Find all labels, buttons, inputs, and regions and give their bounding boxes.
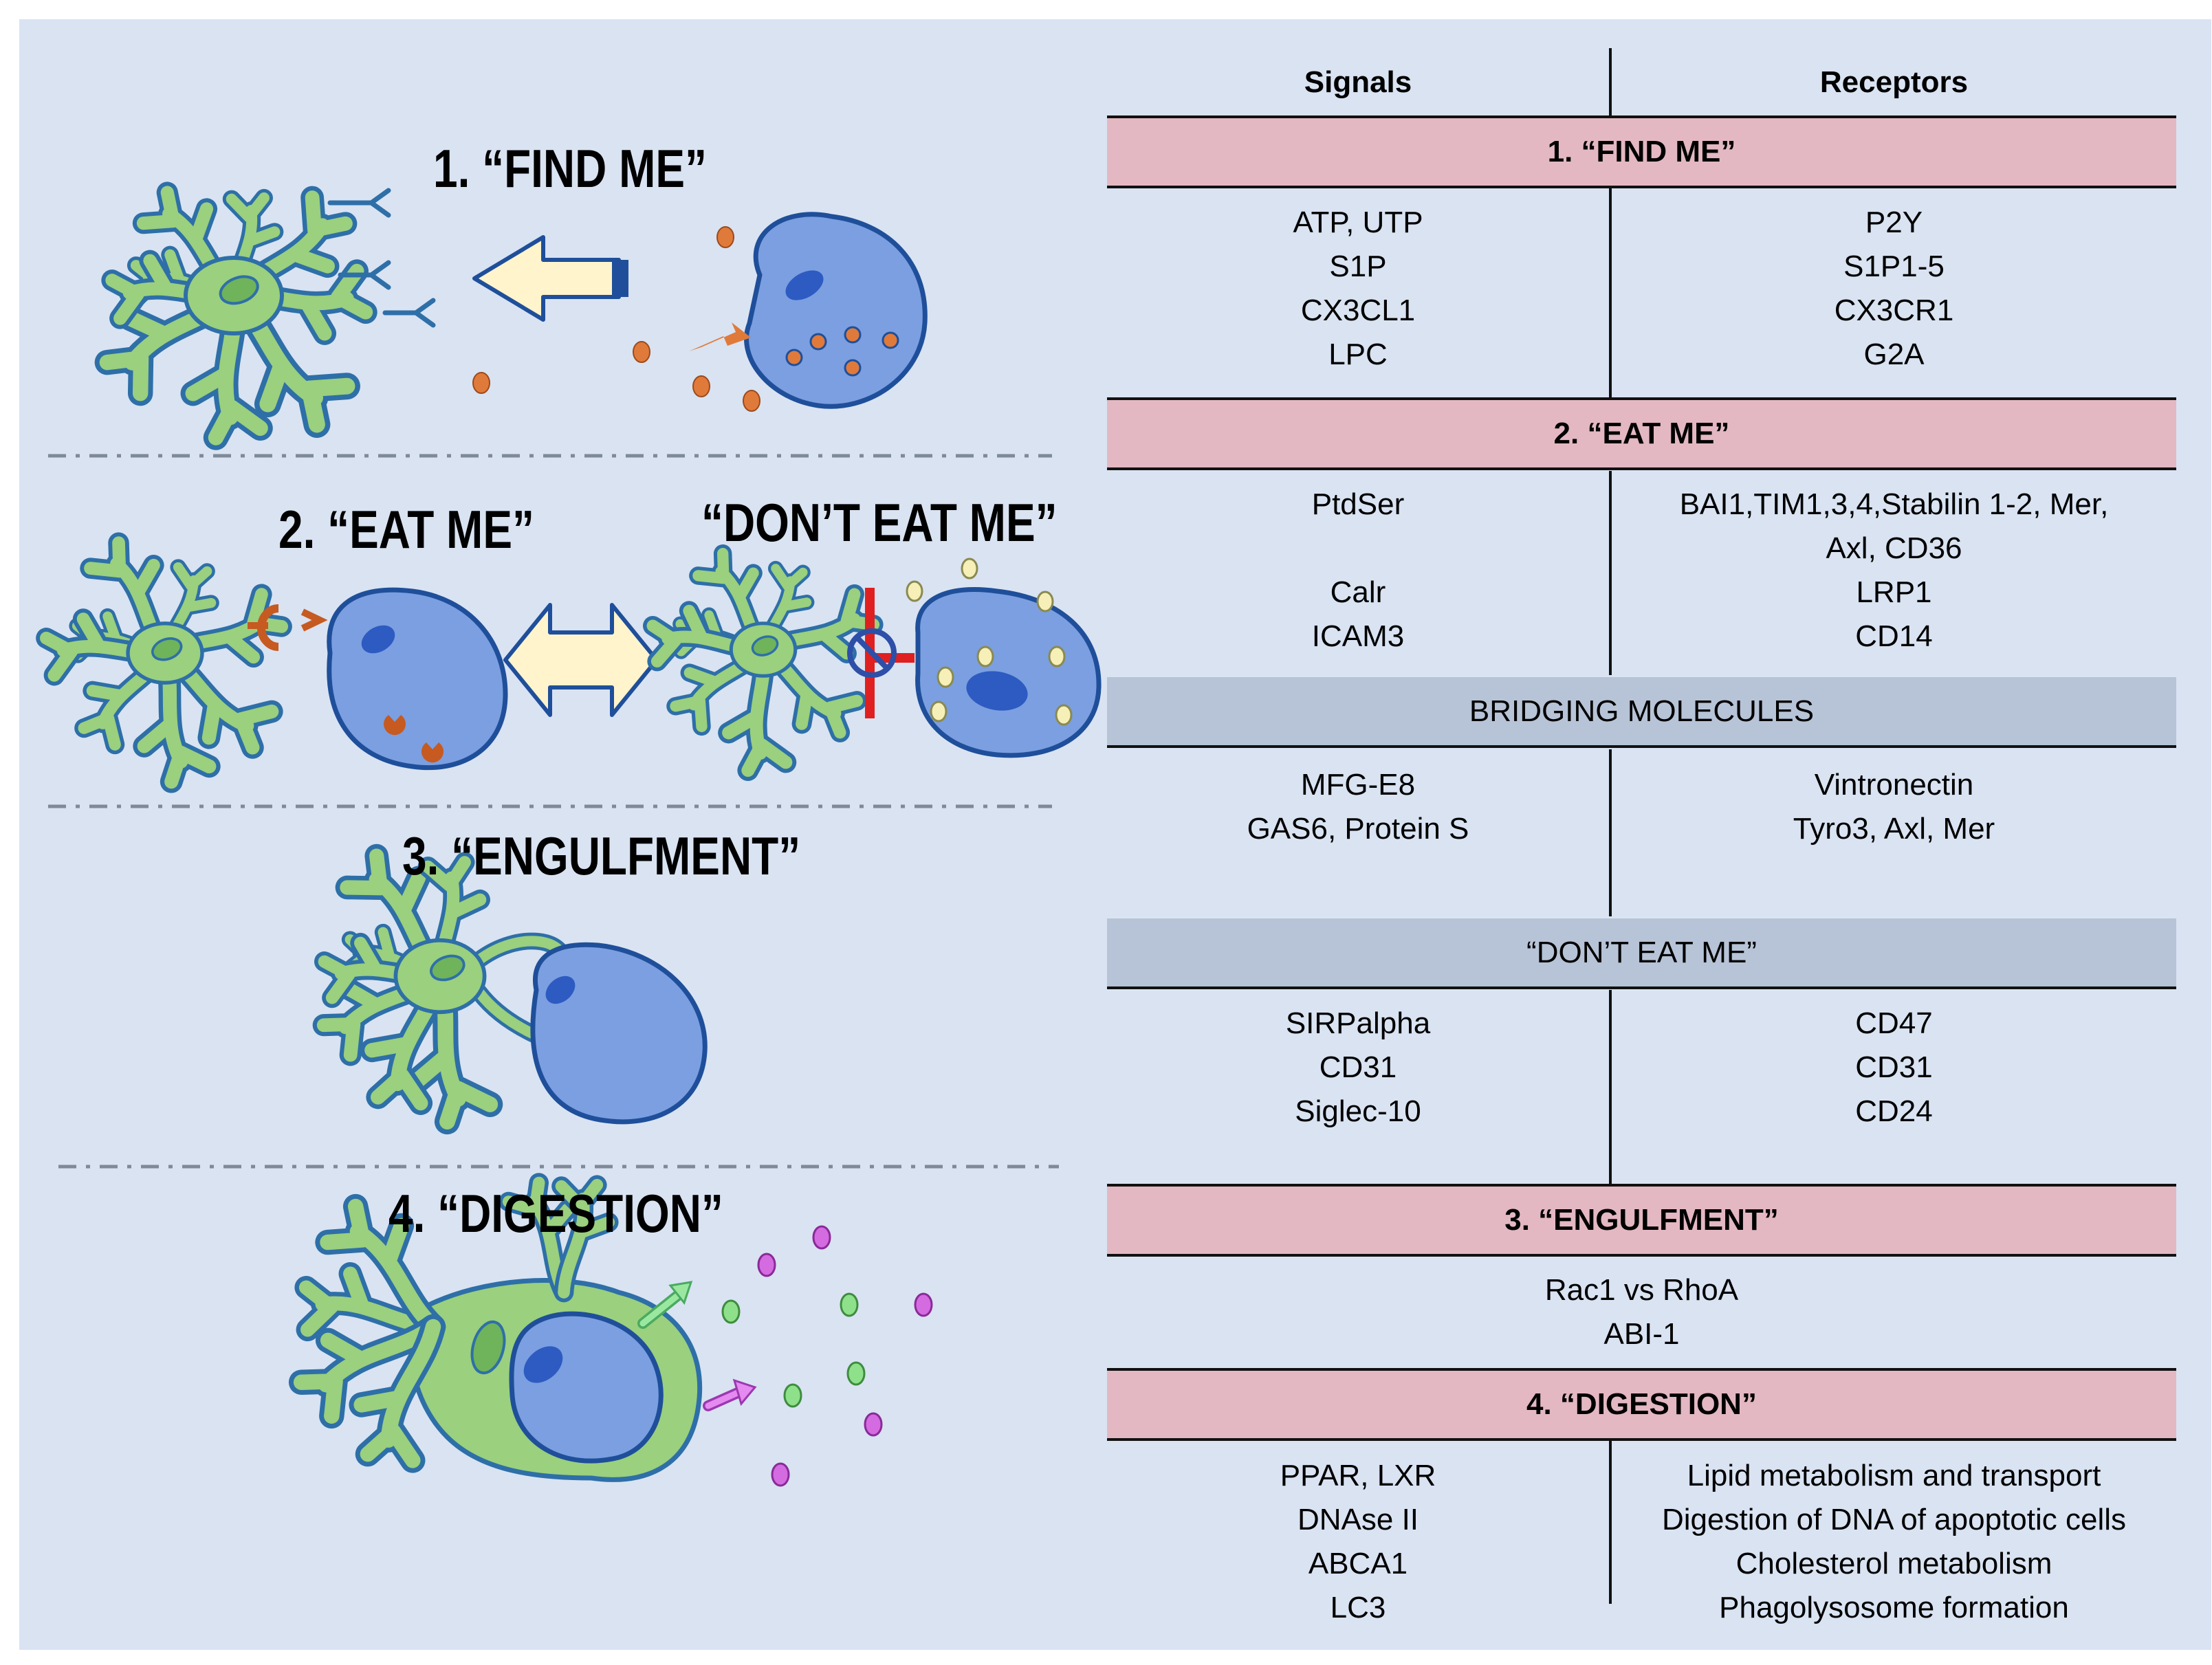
find-me-signals [472,226,760,412]
table-cell: CD24 [1855,1094,1933,1128]
table-cell: CD14 [1855,619,1933,653]
phagocyte-icon [98,181,377,450]
table-cell: LPC [1328,338,1388,371]
table-cell: DNAse II [1297,1503,1419,1536]
column-divider [1609,990,1612,1184]
bridging-signals-cell: MFG-E8 GAS6, Protein S [1107,763,1609,851]
table-cell: Cholesterol metabolism [1735,1547,2052,1580]
table-cell: BAI1,TIM1,3,4,Stabilin 1-2, Mer, [1679,487,2109,521]
column-header-signals: Signals [1304,65,1412,99]
table-cell: CD47 [1855,1006,1933,1040]
dont-eat-me-receptors-cell: CD47 CD31 CD24 [1612,1002,2176,1134]
bridging-receptors-cell: Vintronectin Tyro3, Axl, Mer [1612,763,2176,851]
digestion-arrows [637,1281,757,1411]
table-cell: LC3 [1330,1591,1386,1624]
left-arrow-icon [472,235,628,322]
phagocyte-icon [640,549,874,781]
column-divider [1609,749,1612,916]
block-icon [847,588,915,718]
table-cell: MFG-E8 [1300,768,1416,802]
table-cell: ATP, UTP [1293,206,1423,239]
table-cell: G2A [1863,338,1925,371]
stage-title-eat-me: 2. “EAT ME” [278,499,534,560]
double-arrow-icon [503,603,659,717]
apoptotic-cell-icon [530,942,708,1125]
apoptotic-cell-icon [744,212,928,409]
table-cell: CD31 [1855,1050,1933,1084]
digestion-receptors-cell: Lipid metabolism and transport Digestion… [1612,1454,2176,1630]
receptor-icon [248,604,328,651]
table-cell: ICAM3 [1311,619,1405,653]
find-me-signals-cell: ATP, UTP S1P CX3CL1 LPC [1107,201,1609,377]
table-cell: Calr [1330,575,1386,609]
digestion-signals-cell: PPAR, LXR DNAse II ABCA1 LC3 [1107,1454,1609,1630]
eat-me-signals-cell: PtdSer Calr ICAM3 [1107,483,1609,659]
stage-separators [48,454,1059,1169]
find-me-receptors-cell: P2Y S1P1-5 CX3CR1 G2A [1612,201,2176,377]
phagocyte-icon [35,538,283,788]
dont-eat-me-signals [906,558,1054,613]
table-cell: PtdSer [1311,487,1405,521]
stage-title-engulfment: 3. “ENGULFMENT” [402,826,801,886]
section-header-digestion: 4. “DIGESTION” [1107,1368,2176,1441]
column-header-receptors: Receptors [1819,65,1969,99]
table-cell: Phagolysosome formation [1719,1591,2069,1624]
table-cell: GAS6, Protein S [1247,812,1469,846]
table-cell: PPAR, LXR [1280,1459,1436,1492]
table-cell: Rac1 vs RhoA [1544,1273,1739,1307]
table-cell: Tyro3, Axl, Mer [1793,812,1995,846]
dont-eat-me-signals-cell: SIRPalpha CD31 Siglec-10 [1107,1002,1609,1134]
section-header-bridging: BRIDGING MOLECULES [1107,675,2176,748]
section-header-dont-eat-me: “DON’T EAT ME” [1107,916,2176,989]
section-header-find-me: 1. “FIND ME” [1107,115,2176,188]
table-cell: Lipid metabolism and transport [1687,1459,2101,1492]
table-cell: Axl, CD36 [1826,531,1962,565]
signals-receptors-table: Signals Receptors 1. “FIND ME” ATP, UTP … [1107,48,2176,1628]
column-divider [1609,1399,1612,1604]
digestion-products [721,1225,933,1487]
table-cell: CX3CL1 [1300,294,1416,327]
table-cell: ABI-1 [1603,1317,1680,1351]
stage-title-find-me: 1. “FIND ME” [433,138,708,199]
table-cell: LRP1 [1856,575,1932,609]
eat-me-receptors-cell: BAI1,TIM1,3,4,Stabilin 1-2, Mer, Axl, CD… [1612,483,2176,659]
apoptotic-cell-icon [915,587,1102,758]
phagocyte-icon [288,1170,703,1480]
table-cell: Vintronectin [1814,768,1974,802]
table-cell [1107,527,1609,571]
engulfment-cell: Rac1 vs RhoA ABI-1 [1107,1268,2176,1356]
stage-title-digestion: 4. “DIGESTION” [388,1183,723,1244]
table-cell: SIRPalpha [1285,1006,1431,1040]
table-cell: P2Y [1865,206,1923,239]
column-divider [1609,187,1612,398]
table-cell: S1P [1329,250,1387,283]
column-divider [1609,471,1612,675]
section-header-engulfment: 3. “ENGULFMENT” [1107,1184,2176,1257]
column-divider [1609,48,1612,117]
table-cell: Siglec-10 [1295,1094,1421,1128]
table-cell: ABCA1 [1308,1547,1408,1580]
table-cell: Digestion of DNA of apoptotic cells [1661,1503,2127,1536]
table-cell: CX3CR1 [1834,294,1954,327]
receptor-icon [327,188,436,328]
table-cell: S1P1-5 [1843,250,1945,283]
stage-title-dont-eat-me: “DON’T EAT ME” [701,492,1058,553]
apoptotic-cell-icon [327,587,508,771]
table-cell: CD31 [1319,1050,1397,1084]
section-header-eat-me: 2. “EAT ME” [1107,397,2176,470]
